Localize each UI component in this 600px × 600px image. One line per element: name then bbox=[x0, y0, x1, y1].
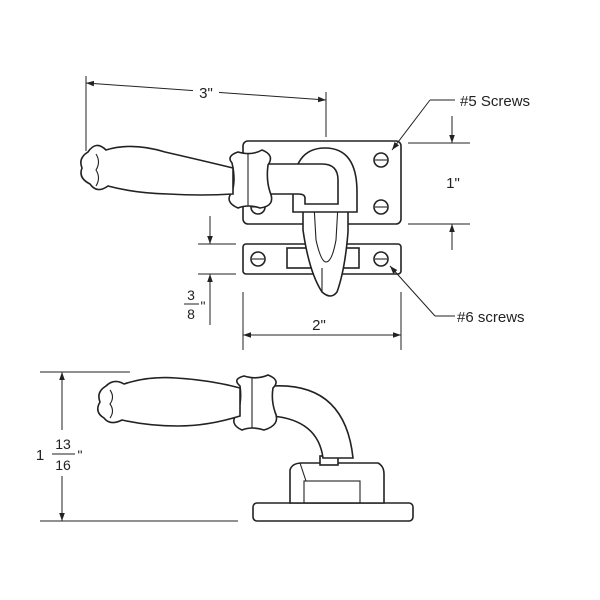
dim-plate-height: 1" bbox=[408, 116, 470, 250]
callout-plate-screws-label: #5 Screws bbox=[460, 93, 530, 110]
lever-arm bbox=[264, 163, 339, 205]
callout-plate-screws: #5 Screws bbox=[391, 93, 530, 151]
dim-overall-width-label: 3" bbox=[199, 85, 213, 102]
dim-overall-height: 1 13 16 " bbox=[33, 371, 238, 522]
plate-screw-top-right bbox=[373, 152, 389, 168]
side-view bbox=[96, 374, 414, 522]
lever-collar bbox=[228, 149, 273, 209]
dim-keeper-gap-numerator: 3 bbox=[187, 287, 195, 303]
dim-overall-height-numerator: 13 bbox=[55, 436, 71, 452]
plate-screw-bottom-right bbox=[373, 199, 389, 215]
dim-overall-height-denominator: 16 bbox=[55, 457, 71, 473]
dim-overall-height-whole: 1 bbox=[36, 447, 44, 464]
top-view bbox=[80, 140, 402, 297]
dim-keeper-gap-denominator: 8 bbox=[187, 306, 195, 322]
lever-handle bbox=[80, 144, 234, 196]
dim-overall-height-unit: " bbox=[78, 447, 83, 463]
side-handle bbox=[96, 376, 241, 427]
side-curved-arm bbox=[271, 385, 354, 459]
dim-keeper-gap-unit: " bbox=[201, 298, 206, 314]
dim-overall-width: 3" bbox=[85, 76, 327, 151]
callout-keeper-screws-label: #6 screws bbox=[457, 309, 525, 326]
dim-keeper-width-label: 2" bbox=[312, 317, 326, 334]
callout-keeper-screws: #6 screws bbox=[389, 265, 525, 326]
keeper-screw-right bbox=[373, 251, 389, 267]
side-base-plate bbox=[252, 502, 414, 522]
dim-keeper-width: 2" bbox=[242, 292, 402, 350]
dim-keeper-gap: 3 8 " bbox=[184, 216, 236, 325]
dim-plate-height-label: 1" bbox=[446, 175, 460, 192]
keeper-screw-left bbox=[250, 251, 266, 267]
